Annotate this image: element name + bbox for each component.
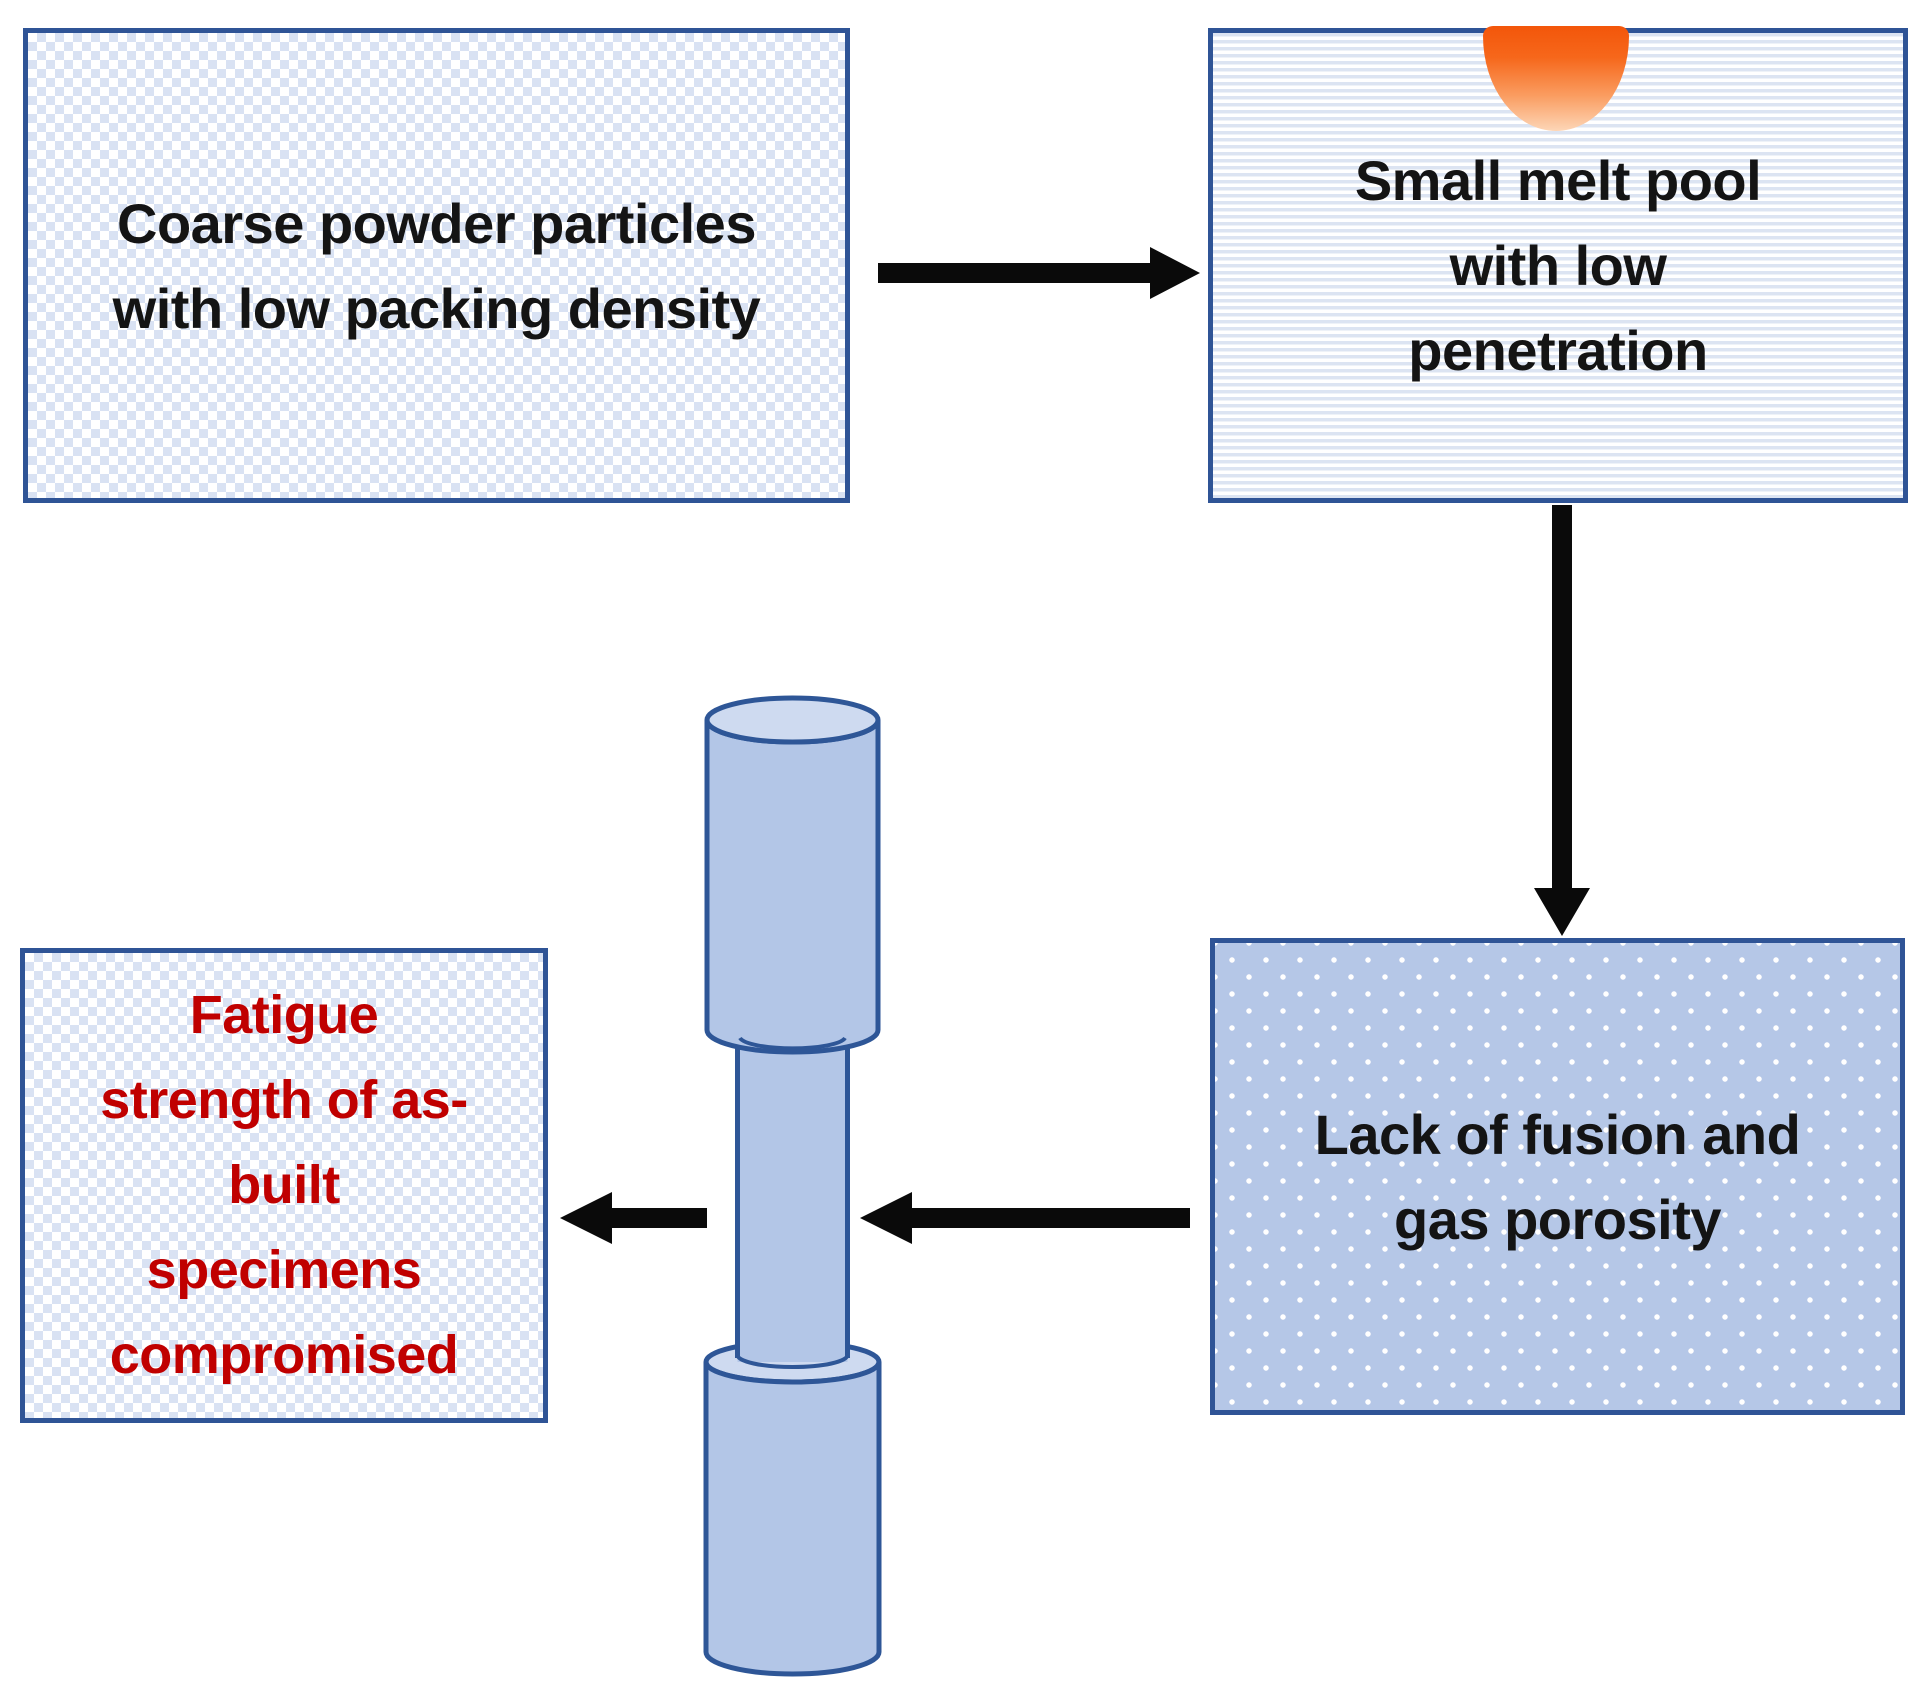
box-coarse-powder: Coarse powder particles with low packing… xyxy=(23,28,850,503)
box-fatigue-strength-line: specimens xyxy=(146,1240,422,1300)
box-coarse-powder-line: with low packing density xyxy=(112,276,761,340)
arrow-left-icon xyxy=(560,1192,707,1244)
box-fatigue-strength: Fatigue strength of as- built specimens … xyxy=(20,948,548,1423)
box-lack-of-fusion-line: Lack of fusion and xyxy=(1314,1102,1801,1166)
box-small-melt-pool-line: Small melt pool xyxy=(1354,149,1762,212)
box-small-melt-pool-line: penetration xyxy=(1408,319,1708,382)
box-fatigue-strength-line: built xyxy=(228,1155,340,1215)
box-coarse-powder-line: Coarse powder particles xyxy=(117,191,756,255)
box-lack-of-fusion: Lack of fusion and gas porosity xyxy=(1210,938,1905,1415)
box-fatigue-strength-line: compromised xyxy=(109,1325,459,1385)
box-small-melt-pool: Small melt pool with low penetration xyxy=(1208,26,1908,503)
arrow-down-icon xyxy=(1534,505,1590,936)
arrow-right-icon xyxy=(878,247,1200,299)
box-lack-of-fusion-line: gas porosity xyxy=(1394,1187,1721,1251)
fatigue-specimen-icon xyxy=(703,695,882,1677)
box-fatigue-strength-line: strength of as- xyxy=(100,1070,468,1130)
melt-pool-icon xyxy=(1483,26,1629,131)
box-small-melt-pool-line: with low xyxy=(1449,234,1667,297)
arrow-left-icon xyxy=(860,1192,1190,1244)
box-fatigue-strength-line: Fatigue xyxy=(189,985,379,1045)
